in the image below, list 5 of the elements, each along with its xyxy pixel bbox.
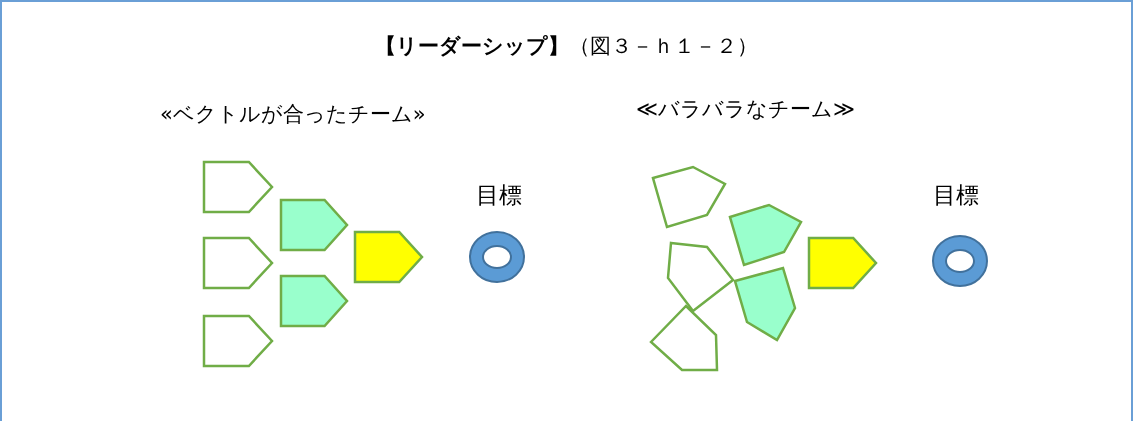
goal-label: 目標 xyxy=(933,181,979,210)
goal-label: 目標 xyxy=(476,181,522,210)
team-heading: «ベクトルが合ったチーム» xyxy=(160,101,426,128)
diagram-title: 【リーダーシップ】（図３－ｈ１－２） xyxy=(374,33,758,60)
team-heading: ≪バラバラなチーム≫ xyxy=(636,96,855,123)
